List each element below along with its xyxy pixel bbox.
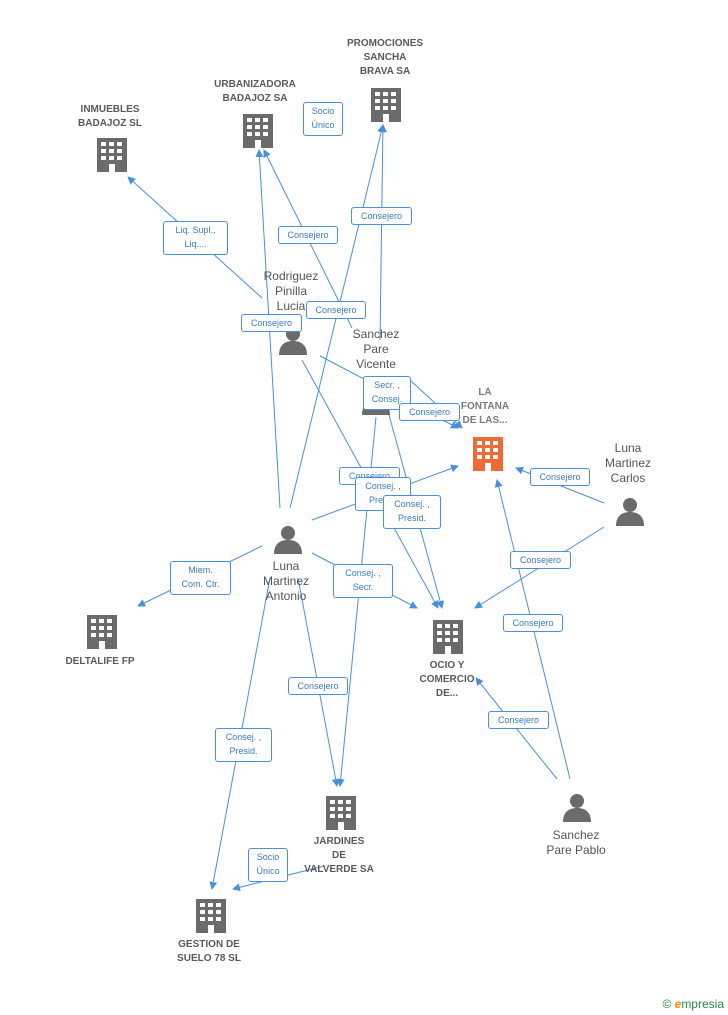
relation-badge-consej-secr-1[interactable]: Consej. , Secr. [333,564,393,598]
relation-badge-line: Consej. , [365,481,401,491]
relation-badge-line: Liq.... [184,239,207,249]
node-label-line: SANCHA [363,52,407,63]
node-label-line: DE LAS... [462,415,508,426]
copyright-symbol: © [662,997,672,1011]
relation-badge-secr-consej-1[interactable]: Secr. , Consej. [363,376,411,410]
relation-badge-line: Miem. [188,565,213,575]
node-label-line: LA [478,387,492,398]
relation-badge-line: Consejero [297,681,339,691]
relation-badge-line: Consejero [512,618,554,628]
node-label-line: Pinilla [274,284,307,298]
node-label-line: INMUEBLES [80,104,140,115]
node-label-deltalife[interactable]: DELTALIFE FP [40,655,160,669]
node-label-line: COMERCIO [419,674,475,685]
node-label-line: Vicente [356,357,396,371]
relation-badge-line: Socio [256,852,280,862]
node-label-gestion[interactable]: GESTION DE SUELO 78 SL [149,938,269,966]
node-label-line: URBANIZADORA [214,79,296,90]
edge-sanchez_vicente-to-promociones [378,124,387,341]
relation-badge-line: Presid. [397,513,426,523]
node-label-line: Luna [272,559,300,573]
relation-badge-line: Consejero [315,305,357,315]
node-label-line: Antonio [265,589,307,603]
relation-badge-consejero-5[interactable]: Consejero [399,403,460,421]
relation-badge-consejero-11[interactable]: Consejero [488,711,549,729]
node-label-line: Martinez [262,574,309,588]
relation-badge-line: Secr. , [374,380,400,390]
relation-badge-line: Consejero [360,211,403,221]
relation-badge-line: Liq. Supl., [175,225,216,235]
node-label-jardines[interactable]: JARDINES DE VALVERDE SA [279,835,399,877]
relation-badge-line: Consej. , [345,568,381,578]
relation-badge-miem-1[interactable]: Miem. Com. Ctr. [170,561,231,595]
node-label-line: JARDINES [313,836,365,847]
node-label-line: Pare [363,342,389,356]
node-label-line: Luna [614,441,642,455]
relation-badge-line: Consejero [408,407,451,417]
node-label-line: SUELO 78 SL [177,953,241,964]
node-label-line: VALVERDE SA [304,864,374,875]
relation-badge-consejero-7[interactable]: Consejero [530,468,590,486]
relation-badge-consejero-9[interactable]: Consejero [503,614,563,632]
node-label-ocio[interactable]: OCIO Y COMERCIO DE... [387,659,507,701]
relation-badge-line: Presid. [358,493,408,507]
relation-badge-line: Consejero [497,715,540,725]
node-label-inmuebles[interactable]: INMUEBLES BADAJOZ SL [50,103,170,131]
node-label-line: Sanchez [552,828,600,842]
node-label-line: PROMOCIONES [346,38,424,49]
node-label-line: Sanchez [352,327,400,341]
node-label-promociones[interactable]: PROMOCIONES SANCHA BRAVA SA [325,37,445,79]
relation-badge-consej-pres-2[interactable]: Consej. , Presid. [383,495,441,529]
node-label-line: Rodriguez [263,269,319,283]
relation-badge-line: Com. Ctr. [181,579,220,589]
relation-badge-liq-1[interactable]: Liq. Supl., Liq.... [163,221,228,255]
relation-badge-line: Consejero [519,555,562,565]
relation-badge-line: Único [311,120,335,130]
node-label-line: OCIO Y [429,660,465,671]
node-label-line: Lucia [276,299,306,313]
relation-badge-line: Presid. [229,746,258,756]
node-label-line: Martinez [604,456,651,470]
relation-badge-line: Consejero [250,318,293,328]
brand-name: mpresia [681,997,724,1011]
footer-brand: © empresia [662,997,724,1011]
relation-badge-consejero-10[interactable]: Consejero [288,677,348,695]
brand-initial: e [674,997,682,1011]
relation-badge-line: Secr. [352,582,374,592]
node-label-fontana[interactable]: LA FONTANA DE LAS... [425,386,545,428]
node-label-line: BADAJOZ SL [78,118,142,129]
relation-badge-line: Consej. , [225,732,262,742]
node-label-line: BADAJOZ SA [222,93,288,104]
relation-badge-line: Consej. [371,394,403,404]
node-label-line: FONTANA [460,401,510,412]
node-label-line: Pare Pablo [546,843,606,857]
relation-badge-line: Consejero [348,471,391,481]
relation-badge-line: Consejero [287,230,329,240]
relation-badge-consejero-1[interactable]: Consejero [351,207,412,225]
relation-badge-line: Consej. , [394,499,430,509]
relation-badge-line: Socio [311,106,335,116]
relation-badge-consejero-3[interactable]: Consejero [306,301,366,319]
node-label-line: DELTALIFE FP [65,656,135,667]
relation-badge-consej-pres-3[interactable]: Consej. , Presid. [215,728,272,762]
relation-badge-consejero-8[interactable]: Consejero [510,551,571,569]
relation-badge-line: Consejero [539,472,581,482]
relation-badge-consejero-4[interactable]: Consejero [241,314,302,332]
node-label-line: Carlos [610,471,646,485]
node-label-line: DE [332,850,346,861]
node-label-line: GESTION DE [178,939,240,950]
node-label-urbanizadora[interactable]: URBANIZADORA BADAJOZ SA [195,78,315,106]
node-label-line: BRAVA SA [359,66,411,77]
relation-badge-line: Único [256,866,280,876]
relation-badge-consejero-2[interactable]: Consejero [278,226,338,244]
node-label-line: DE... [435,688,459,699]
